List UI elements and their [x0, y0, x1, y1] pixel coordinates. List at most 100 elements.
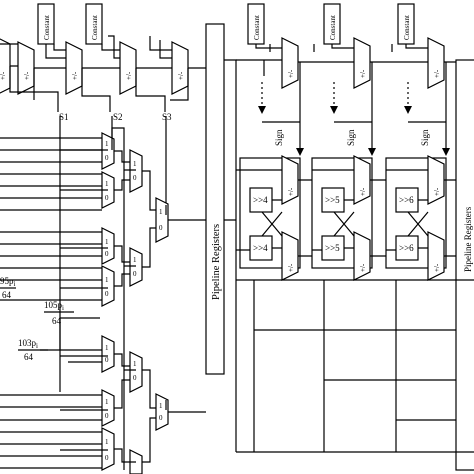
arrowhead: [330, 106, 338, 114]
mux-block: [101, 389, 115, 427]
stage-wires: [312, 169, 386, 257]
chain-wires: [0, 35, 206, 205]
shift-label: >>5: [325, 243, 340, 253]
adder-block-partial: [0, 38, 11, 94]
mux-input-label: 1: [105, 180, 109, 188]
select-label-s2: S2: [113, 112, 123, 122]
mux-input-label: 0: [105, 412, 109, 420]
fraction-denominator: 64: [24, 352, 34, 362]
adder-sign: +/-: [287, 263, 295, 272]
adder-block: [65, 41, 83, 95]
mux-input-label: 0: [133, 174, 137, 182]
mux-wires: [59, 127, 206, 470]
arrowhead: [368, 148, 376, 156]
mux-block: [155, 393, 169, 431]
adder-sign: +/-: [71, 71, 79, 80]
adder-block: [281, 155, 299, 205]
svg-text:95pi: 95pi: [0, 276, 16, 288]
adder-sign: +/-: [359, 187, 367, 196]
fraction-denominator: 64: [2, 290, 12, 300]
cordic-stage-1: >>4 >>4 +/- +/-: [236, 155, 312, 281]
shift-label: >>6: [399, 195, 414, 205]
sign-label: Sign: [420, 129, 430, 146]
top-left-adder-chain: Constant Constant +/- +/- +/- +/- +/- S1…: [0, 3, 206, 205]
mux-input-label: 1: [105, 398, 109, 406]
arrowhead: [442, 148, 450, 156]
adder-block: [427, 231, 445, 281]
constant-label: Constant: [253, 15, 261, 40]
adder-block: [119, 41, 137, 95]
adder-sign: +/-: [287, 187, 295, 196]
mux-block: [101, 265, 115, 307]
arrowhead: [404, 106, 412, 114]
mux-block: [129, 351, 143, 393]
mux-input-label: 1: [133, 256, 137, 264]
cordic-stage-3: >>6 >>6 +/- +/-: [385, 155, 456, 281]
mux-input-label: 0: [105, 194, 109, 202]
svg-text:105pi: 105pi: [44, 300, 64, 312]
adder-block: [281, 37, 299, 89]
adder-block: [353, 155, 371, 205]
arrowhead: [296, 148, 304, 156]
mux-block: [101, 335, 115, 373]
cordic-stage-2: >>5 >>5 +/- +/-: [311, 155, 386, 281]
pipeline-register-label: Pipeline Registers: [211, 224, 222, 300]
mux-input-label: 1: [105, 344, 109, 352]
adder-sign: +/-: [23, 71, 31, 80]
stage-wires: [386, 169, 456, 257]
fraction-subscript: i: [36, 342, 38, 350]
mux-block: [129, 149, 143, 193]
mux-input-label: 1: [159, 402, 163, 410]
mux-input-label: 1: [133, 360, 137, 368]
adder-sign: +/-: [359, 69, 367, 78]
mux-input-label: 1: [105, 276, 109, 284]
select-label-s3: S3: [162, 112, 172, 122]
top-right-adder-chain: Constant Constant Constant +/- +/- +/- S…: [236, 3, 474, 156]
fraction-denominator: 64: [52, 316, 62, 326]
constant-label: Constant: [329, 15, 337, 40]
mux-input-label: 1: [105, 140, 109, 148]
svg-text:103pi: 103pi: [18, 338, 38, 350]
adder-block: [353, 231, 371, 281]
adder-sign: +/-: [0, 71, 7, 80]
mux-input-label: 0: [105, 454, 109, 462]
mux-input-label: 1: [133, 160, 137, 168]
mux-input-label: 1: [105, 238, 109, 246]
shift-label: >>6: [399, 243, 414, 253]
shift-label: >>4: [253, 195, 268, 205]
adder-block: [281, 231, 299, 281]
sign-label: Sign: [274, 129, 284, 146]
fraction-103: 103pi 64: [18, 338, 48, 362]
pipeline-register-right: [455, 59, 474, 471]
mux-block: [101, 227, 115, 265]
adder-sign: +/-: [287, 69, 295, 78]
pipeline-register-label: Pipeline Registers: [463, 206, 473, 272]
stage-wires: [236, 169, 312, 257]
adder-block: [17, 41, 35, 95]
fraction-numerator: 95p: [0, 276, 14, 286]
fraction-105: 105pi 64: [44, 300, 74, 326]
mux-tree: 1 0 1 0 1 0 1 0 1 0 1 0 1 0 1 0 1 0 1 0 …: [0, 127, 206, 474]
adder-sign: +/-: [177, 71, 185, 80]
select-label-s1: S1: [59, 112, 69, 122]
mux-input-label: 0: [133, 374, 137, 382]
mux-input-label: 0: [159, 224, 163, 232]
adder-sign: +/-: [433, 263, 441, 272]
mux-input-label: 0: [159, 414, 163, 422]
mux-block: [155, 197, 169, 243]
constant-box: [85, 3, 103, 45]
mux-input-label: 0: [133, 270, 137, 278]
fraction-numerator: 103p: [18, 338, 37, 348]
adder-sign: +/-: [433, 187, 441, 196]
adder-sign: +/-: [125, 71, 133, 80]
adder-sign: +/-: [359, 263, 367, 272]
mux-input-label: 0: [105, 290, 109, 298]
sign-label: Sign: [346, 129, 356, 146]
shift-label: >>4: [253, 243, 268, 253]
adder-block: [171, 41, 189, 95]
mux-block: [101, 132, 115, 170]
constant-label: Constant: [91, 15, 99, 40]
bottom-wires: [236, 279, 474, 453]
mux-input-label: 0: [105, 154, 109, 162]
